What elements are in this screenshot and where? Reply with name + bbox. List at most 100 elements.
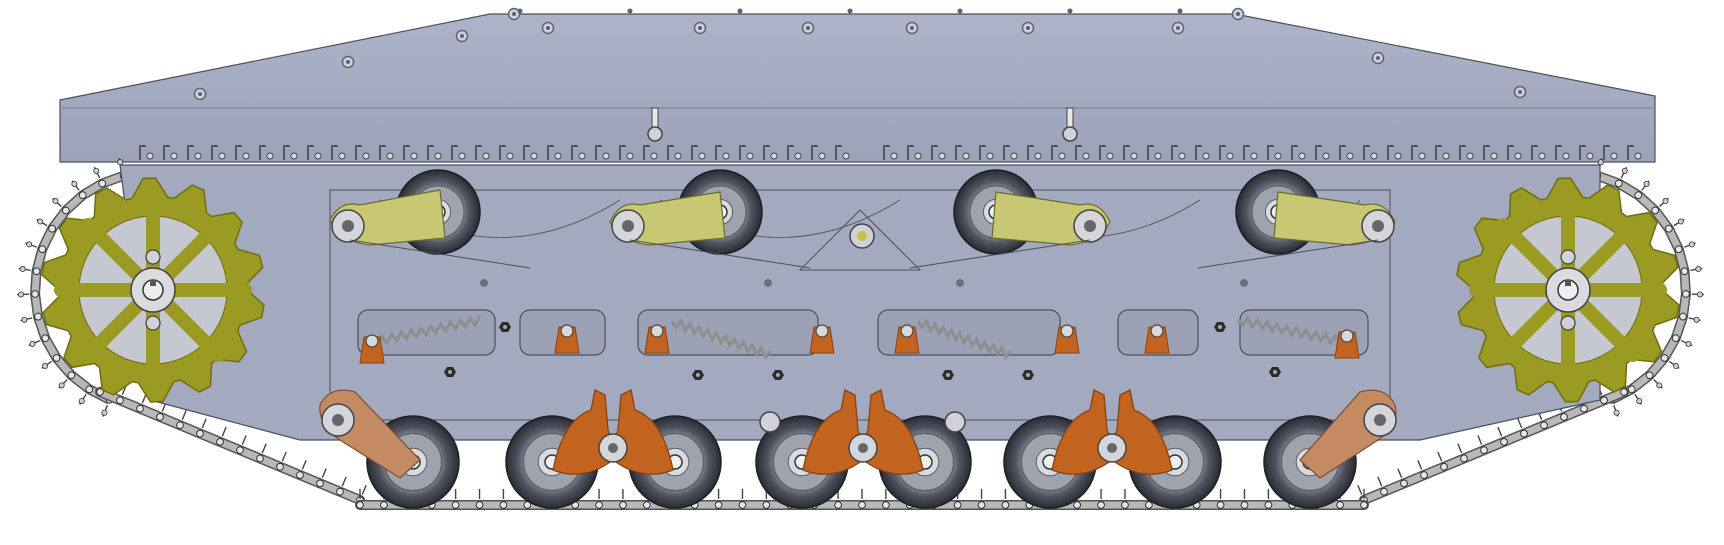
hull-bolt-center [806, 26, 810, 30]
guard-bracket [1219, 145, 1226, 160]
guard-bolt [194, 152, 202, 160]
guard-bracket [619, 145, 626, 160]
chain-link [61, 206, 70, 215]
bogie-center-pivot-nut [858, 443, 868, 453]
guard-bolt [842, 152, 850, 160]
cleat-bolt [1613, 409, 1620, 416]
upper-arm-pivot-nut [1084, 220, 1096, 232]
hull-bolt-center [512, 12, 516, 16]
chain-link [858, 501, 866, 509]
guard-bracket [1147, 145, 1154, 160]
frame-pivot [944, 411, 966, 433]
track-cleat [321, 468, 327, 479]
chain-link [1500, 437, 1508, 446]
chain-link [176, 421, 184, 430]
chain-link [1651, 206, 1660, 215]
cleat-bolt [1672, 363, 1679, 370]
guard-bracket [739, 145, 746, 160]
chain-link [1645, 371, 1654, 380]
guard-bracket [235, 145, 242, 160]
cleat-bolt [1685, 340, 1692, 347]
guard-bolt [242, 152, 250, 160]
chain-link [78, 191, 87, 200]
upper-arm-pivot-nut [622, 220, 634, 232]
guard-bolt [746, 152, 754, 160]
guard-bracket [883, 145, 890, 160]
cleat-bolt [1643, 180, 1650, 187]
chain-link [1627, 385, 1636, 394]
bogie-right-pivot-nut [1107, 443, 1117, 453]
chain-link [1660, 354, 1669, 362]
rim-bolt [847, 8, 853, 14]
tension-pin-head [1062, 126, 1078, 142]
frame-dot [956, 279, 964, 287]
guard-bracket [811, 145, 818, 160]
rim-bolt [1177, 8, 1183, 14]
guard-bracket [835, 145, 842, 160]
hull-bolt-center [460, 34, 464, 38]
guard-bolt [218, 152, 226, 160]
chain-link [595, 501, 603, 509]
cleat-bolt [42, 363, 49, 370]
cleat-bolt [29, 340, 36, 347]
hull-bolt-center [698, 26, 702, 30]
guard-bracket [259, 145, 266, 160]
guard-bolt [1202, 152, 1210, 160]
chain-link [1073, 501, 1082, 509]
spring-assemblies [357, 309, 1369, 364]
chain-link [52, 354, 61, 362]
upper-hull-plate [59, 13, 1656, 163]
guard-bracket [139, 145, 146, 160]
rim-bolt [737, 8, 743, 14]
guard-bracket [1459, 145, 1466, 160]
hull-bolt-center [1026, 26, 1030, 30]
track-cleat [1477, 435, 1483, 445]
lower-arm-pivot-nut [332, 414, 344, 426]
guard-bolt [170, 152, 178, 160]
guard-bolt [1082, 152, 1090, 160]
guard-bolt [1490, 152, 1498, 160]
linkage-pin [1340, 329, 1354, 343]
linkage-pin [365, 334, 379, 348]
linkage-pin [1060, 324, 1074, 338]
chain-link [1634, 191, 1643, 200]
chain-link [98, 179, 107, 188]
coil-spring [916, 317, 1012, 361]
rim-bolt [957, 8, 963, 14]
coil-spring [371, 315, 482, 348]
guard-bracket [475, 145, 482, 160]
tension-line [1197, 239, 1379, 269]
guard-bracket [1363, 145, 1370, 160]
chain-link [451, 501, 460, 509]
cleat-bolt [1656, 382, 1663, 389]
guard-bracket [787, 145, 794, 160]
upper-arm-pivot-nut [1372, 220, 1384, 232]
track-cleat [301, 460, 307, 470]
track-cleat [181, 410, 187, 420]
chain-link [256, 454, 264, 463]
hull-bolt-center [346, 60, 350, 64]
cleat-bolt [93, 167, 100, 174]
guard-bracket [1027, 145, 1034, 160]
chain-link [1600, 396, 1608, 405]
chain-link [1614, 179, 1623, 188]
guard-bracket [187, 145, 194, 160]
guard-bracket [979, 145, 986, 160]
tension-line [629, 239, 811, 269]
guard-bolt [722, 152, 730, 160]
chain-link [236, 446, 244, 455]
chain-link [67, 371, 76, 380]
cleat-bolt [1696, 291, 1703, 298]
guard-bracket [691, 145, 698, 160]
chain-link [1121, 501, 1129, 509]
hull-bolt-center [1176, 26, 1180, 30]
drive-sprocket-left-bolt [145, 315, 161, 331]
guard-bolt [1274, 152, 1282, 160]
drive-sprocket-left-spoke [157, 294, 226, 363]
guard-bracket [1603, 145, 1610, 160]
chain-link [1001, 501, 1010, 509]
drive-sprocket-right-spoke [1495, 217, 1564, 286]
track-cleat [241, 435, 247, 445]
guard-bolt [362, 152, 370, 160]
